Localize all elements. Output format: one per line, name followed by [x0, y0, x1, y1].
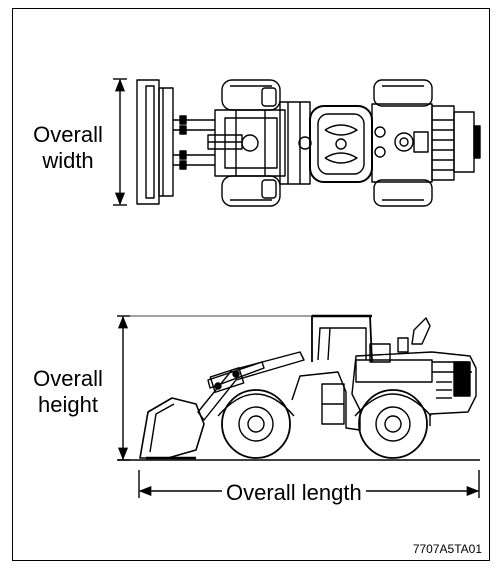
top-bucket: [136, 79, 174, 205]
figure-frame: [12, 8, 490, 561]
overall-height-line2: height: [38, 392, 98, 417]
overall-width-line2: width: [42, 148, 94, 173]
top-rear-wheels: [373, 79, 433, 207]
side-cab: [311, 314, 373, 363]
overall-width-label: Overall width: [20, 122, 116, 174]
overall-width-line1: Overall: [33, 122, 103, 147]
width-dimension: [113, 78, 127, 206]
figure-code: 7707A5TA01: [412, 542, 482, 556]
overall-length-label: Overall length: [222, 480, 366, 506]
side-front-wheel: [217, 389, 295, 459]
side-rear-wheel: [354, 389, 432, 459]
top-engine-hood: [371, 103, 481, 183]
side-exhaust: [397, 317, 431, 353]
overall-height-label: Overall height: [20, 366, 116, 418]
side-bucket: [139, 397, 205, 460]
side-frame: [291, 343, 477, 431]
top-view: [113, 78, 481, 207]
top-front-wheels: [221, 79, 281, 207]
side-boom: [197, 351, 305, 421]
top-linkage: [173, 109, 286, 177]
overall-height-line1: Overall: [33, 366, 103, 391]
top-cab: [309, 105, 373, 183]
side-view: [117, 314, 480, 498]
